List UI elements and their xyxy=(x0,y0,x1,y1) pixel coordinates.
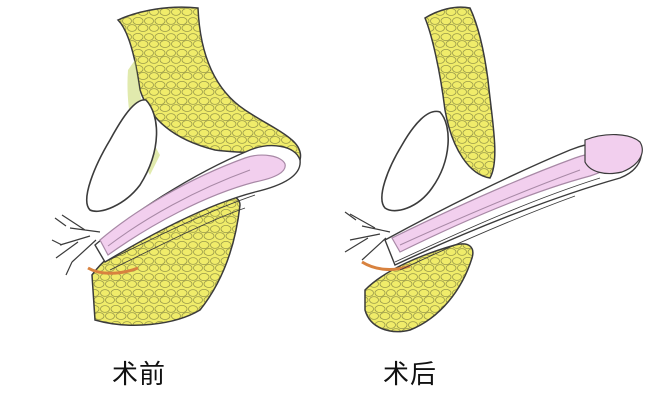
before-caption: 术前 xyxy=(112,360,167,390)
after-caption: 术后 xyxy=(383,360,438,390)
before-surgery-figure xyxy=(51,6,302,326)
after-erectile-inner-line xyxy=(399,169,581,246)
after-upper-fat-pad xyxy=(424,6,496,179)
after-surgery-figure xyxy=(344,6,643,333)
before-bone xyxy=(86,99,158,212)
after-vessel-branches xyxy=(344,211,391,261)
before-tissue-lines xyxy=(104,194,256,271)
before-erectile-body xyxy=(99,154,286,256)
before-crus-edge xyxy=(87,266,139,275)
before-erectile-inner-line xyxy=(107,169,251,247)
after-glans xyxy=(584,134,643,175)
after-tissue-lines xyxy=(394,177,601,271)
after-bone xyxy=(381,110,449,212)
before-vessel-branches xyxy=(51,214,101,276)
after-lower-fat-pad xyxy=(364,243,474,333)
